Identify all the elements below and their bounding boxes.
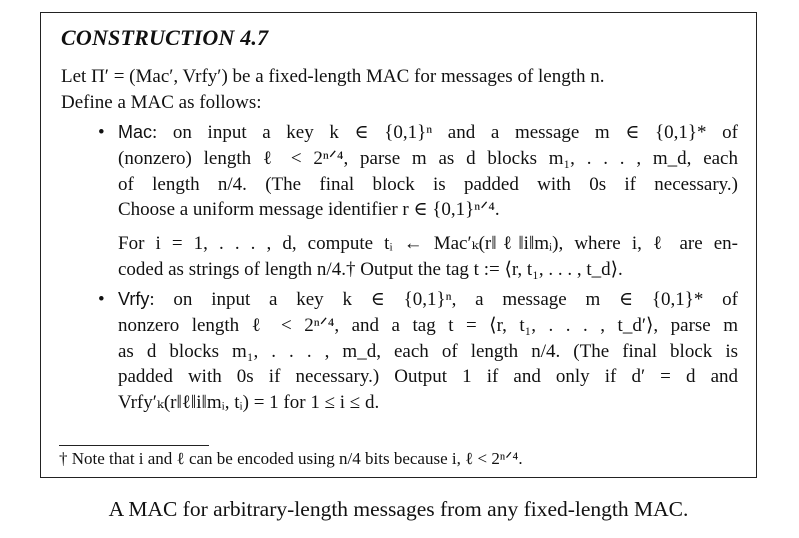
figure-caption: A MAC for arbitrary-length messages from…: [108, 497, 689, 521]
vrfy-line: Vrfy′ₖ(r‖ℓ‖i‖mᵢ, tᵢ) = 1 for 1 ≤ i ≤ d.: [118, 392, 380, 414]
construction-intro: Let Π′ = (Mac′, Vrfy′) be a fixed-length…: [61, 64, 741, 115]
mac-line: Mac: on input a key k ∈ {0,1}ⁿ and a mes…: [118, 122, 738, 143]
vrfy-definition: Vrfy: on input a key k ∈ {0,1}ⁿ, a messa…: [118, 287, 738, 416]
mac-tag-computation: For i = 1, . . . , d, compute tᵢ ← Mac′ₖ…: [118, 231, 738, 283]
vrfy-label: Vrfy: [118, 289, 150, 309]
intro-line: Let Π′ = (Mac′, Vrfy′) be a fixed-length…: [61, 66, 605, 87]
mac-line: Choose a uniform message identifier r ∈ …: [118, 199, 500, 221]
mac-bullet: •: [98, 122, 105, 143]
vrfy-line: as d blocks m₁, . . . , m_d, each of len…: [118, 340, 738, 362]
mac-definition: Mac: on input a key k ∈ {0,1}ⁿ and a mes…: [118, 120, 738, 283]
mac-line: coded as strings of length n/4.† Output …: [118, 258, 623, 280]
vrfy-line: Vrfy: on input a key k ∈ {0,1}ⁿ, a messa…: [118, 289, 738, 310]
vrfy-line: padded with 0s if necessary.) Output 1 i…: [118, 366, 738, 388]
construction-title: CONSTRUCTION 4.7: [61, 25, 269, 50]
construction-box: CONSTRUCTION 4.7 Let Π′ = (Mac′, Vrfy′) …: [40, 12, 757, 478]
footnote: † Note that i and ℓ can be encoded using…: [59, 449, 523, 468]
vrfy-line: nonzero length ℓ < 2ⁿᐟ⁴, and a tag t = ⟨…: [118, 314, 738, 336]
mac-line: For i = 1, . . . , d, compute tᵢ ← Mac′ₖ…: [118, 233, 738, 255]
mac-line: (nonzero) length ℓ < 2ⁿᐟ⁴, parse m as d …: [118, 147, 738, 169]
mac-label: Mac: [118, 122, 153, 142]
mac-line: of length n/4. (The final block is padde…: [118, 173, 738, 195]
vrfy-bullet: •: [98, 289, 105, 310]
footnote-rule: [59, 445, 209, 446]
intro-line: Define a MAC as follows:: [61, 91, 262, 113]
